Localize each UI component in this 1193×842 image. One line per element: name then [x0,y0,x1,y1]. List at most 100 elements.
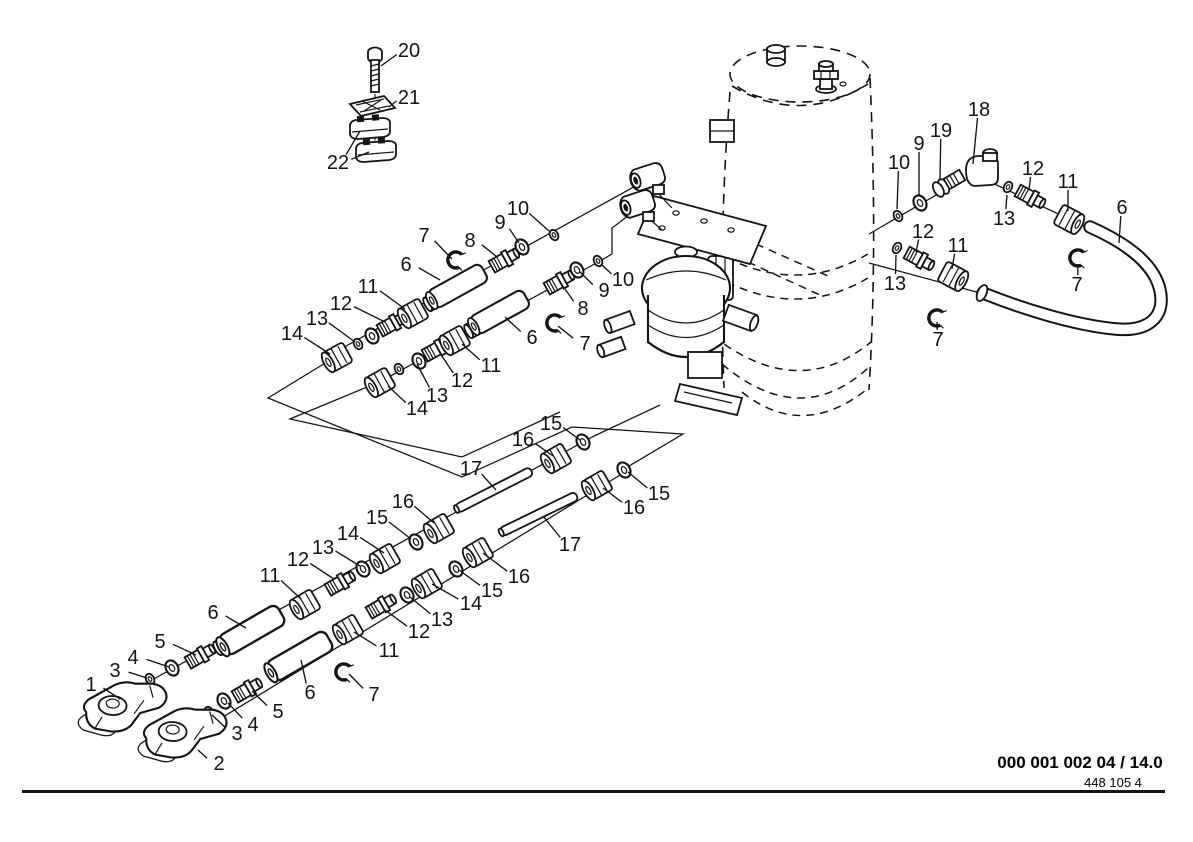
callout-leader-5 [172,643,197,656]
callout-leader-15 [388,521,412,540]
callout-leader-22 [351,151,370,160]
tank-right-edge [868,77,875,391]
callout-label-6: 6 [304,682,315,704]
callout-leader-6 [300,659,307,684]
callout-leader-12 [439,352,454,374]
callout-leader-6 [418,267,441,281]
callout-label-13: 13 [884,273,906,295]
callout-label-2: 2 [213,753,224,775]
callout-label-7: 7 [579,333,590,355]
callout-label-10: 10 [888,152,910,174]
callout-label-14: 14 [406,398,428,420]
callout-label-13: 13 [431,609,453,631]
valve-foot-bracket [673,382,744,417]
callout-leader-13 [335,550,361,567]
callout-label-18: 18 [968,99,990,121]
footer-sheet-number: 448 105 4 [1084,775,1142,790]
callout-label-17: 17 [460,458,482,480]
callout-label-14: 14 [460,593,482,615]
plate-hole [700,218,708,224]
valve-foot-line [683,391,733,404]
tank-top-valve-fitting [813,60,847,94]
callout-leader-16 [482,552,508,572]
part-ring-13 [889,240,905,256]
tank-strap-line-1 [726,253,869,276]
part-nut-14 [361,366,397,401]
line-chain-4 [201,459,635,720]
callout-leader-14 [387,385,407,404]
centerline-chain3-ext [591,404,661,438]
callout-leader-15 [562,427,581,441]
callout-leader-21 [388,100,397,108]
part-nut-11 [286,588,322,623]
callout-label-16: 16 [508,566,530,588]
callout-label-12: 12 [1022,158,1044,180]
callout-leader-10 [528,212,550,232]
callout-label-1: 1 [85,674,96,696]
callout-label-8: 8 [577,298,588,320]
footer: 000 001 002 04 / 14.0 448 105 4 [22,753,1165,793]
callout-label-19: 19 [930,120,952,142]
callout-leader-18 [972,117,979,165]
callout-label-7: 7 [368,684,379,706]
part-washer-15 [572,431,594,453]
valve-bottom-stem [687,351,723,379]
line-chain-3 [142,431,594,687]
part-hose-6 [422,261,491,313]
part-elbow-18 [942,148,999,191]
centerline-chain4 [181,468,631,743]
callout-label-15: 15 [540,413,562,435]
callout-label-4: 4 [247,714,258,736]
routing-outline-inner [287,379,561,458]
callout-leader-4 [227,702,243,719]
callout-leader-13 [1005,194,1008,210]
callout-label-9: 9 [598,280,609,302]
callout-leader-6 [225,615,247,629]
tank-top-rim [729,45,871,103]
callout-label-5: 5 [154,631,165,653]
footer-part-code: 000 001 002 04 / 14.0 [997,753,1162,772]
callout-label-11: 11 [1058,171,1079,193]
part-plate-21 [348,95,397,117]
callout-leader-19 [939,138,942,181]
callout-leader-13 [328,322,356,343]
valve-top-plate [636,194,768,266]
callout-label-21: 21 [398,87,420,109]
callout-leader-5 [251,690,268,706]
callout-leader-11 [280,580,302,600]
valve-body [646,295,726,359]
part-hose-6 [464,287,533,339]
part-nut-14 [318,341,354,376]
part-pipe-17 [496,490,580,539]
callout-leader-7 [557,325,574,339]
part-fitting-12 [1012,182,1049,213]
callout-label-13: 13 [306,308,328,330]
callout-leader-9 [508,228,520,244]
callout-label-10: 10 [612,269,634,291]
tank-bottom-arc-1 [712,335,872,372]
callout-leader-9 [579,271,594,286]
u-hose-fill [978,222,1166,335]
part-ring-10 [890,208,906,224]
callout-label-15: 15 [648,483,670,505]
part-fitting-5 [229,674,266,705]
callout-label-4: 4 [127,647,138,669]
part-fitting-12 [901,244,938,275]
callout-leader-13 [409,596,431,615]
part-washer-9 [909,192,931,214]
callout-leader-11 [461,343,481,361]
callout-leader-3 [211,714,227,729]
callout-label-16: 16 [392,491,414,513]
callout-label-14: 14 [281,323,303,345]
callout-leader-16 [602,487,623,503]
callout-leader-20 [380,53,398,67]
callout-leader-2 [197,749,208,759]
part-washer-4 [213,690,235,712]
part-washer-15 [445,558,467,580]
part-hose-6 [212,602,288,660]
callout-label-12: 12 [408,621,430,643]
callout-label-7: 7 [932,329,943,351]
callout-leader-3 [128,671,148,679]
callout-label-15: 15 [366,507,388,529]
